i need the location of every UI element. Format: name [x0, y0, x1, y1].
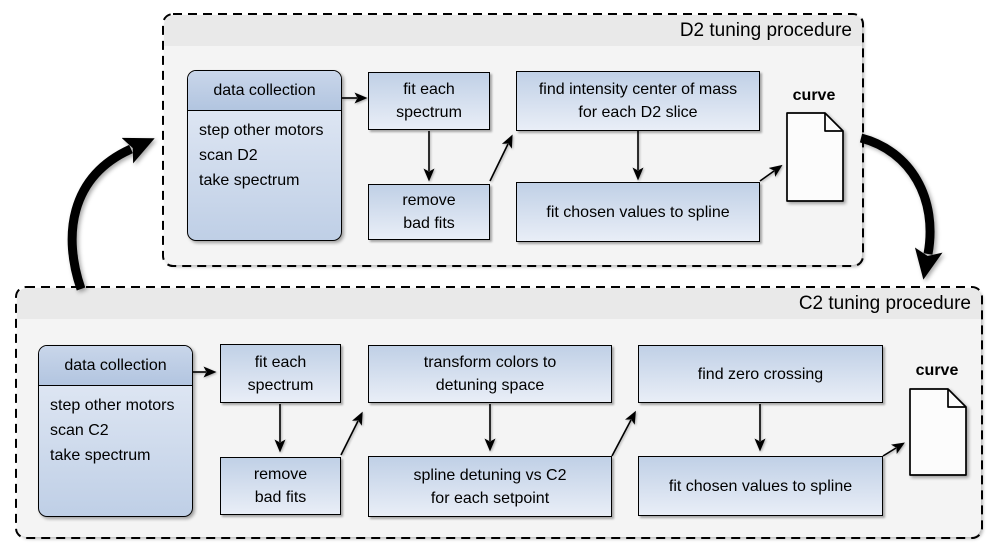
- d2-data-collection-steps: step other motors scan D2 take spectrum: [199, 122, 324, 189]
- d2-data-collection-header: data collection: [188, 71, 341, 111]
- c2-curve-label: curve: [915, 362, 959, 379]
- c2-box-remove-bad-fits: remove bad fits: [220, 457, 341, 515]
- c2-title: C2 tuning procedure: [798, 293, 971, 314]
- d2-curve-label: curve: [792, 87, 836, 104]
- d2-data-collection-box: data collection step other motors scan D…: [187, 70, 342, 241]
- c2-box-spline-detuning: spline detuning vs C2 for each setpoint: [368, 456, 612, 517]
- c2-box-transform-colors: transform colors to detuning space: [368, 345, 612, 403]
- d2-box-fit-chosen-spline: fit chosen values to spline: [516, 182, 760, 242]
- c2-curve-document-icon: [909, 388, 967, 476]
- d2-curve-document-icon: [786, 112, 844, 202]
- c2-data-collection-header: data collection: [39, 346, 192, 386]
- arrow-d2-to-c2-loop: [859, 133, 943, 280]
- c2-box-find-zero-crossing: find zero crossing: [638, 345, 883, 403]
- c2-box-fit-each-spectrum: fit each spectrum: [220, 344, 341, 403]
- arrow-c2-to-d2-loop: [67, 137, 155, 291]
- c2-box-fit-chosen-spline: fit chosen values to spline: [638, 456, 883, 516]
- c2-data-collection-box: data collection step other motors scan C…: [38, 345, 193, 517]
- d2-box-fit-each-spectrum: fit each spectrum: [368, 72, 490, 130]
- d2-title: D2 tuning procedure: [679, 20, 852, 41]
- d2-box-remove-bad-fits: remove bad fits: [368, 184, 490, 240]
- c2-data-collection-steps: step other motors scan C2 take spectrum: [50, 397, 175, 464]
- d2-box-find-intensity-com: find intensity center of mass for each D…: [516, 71, 760, 131]
